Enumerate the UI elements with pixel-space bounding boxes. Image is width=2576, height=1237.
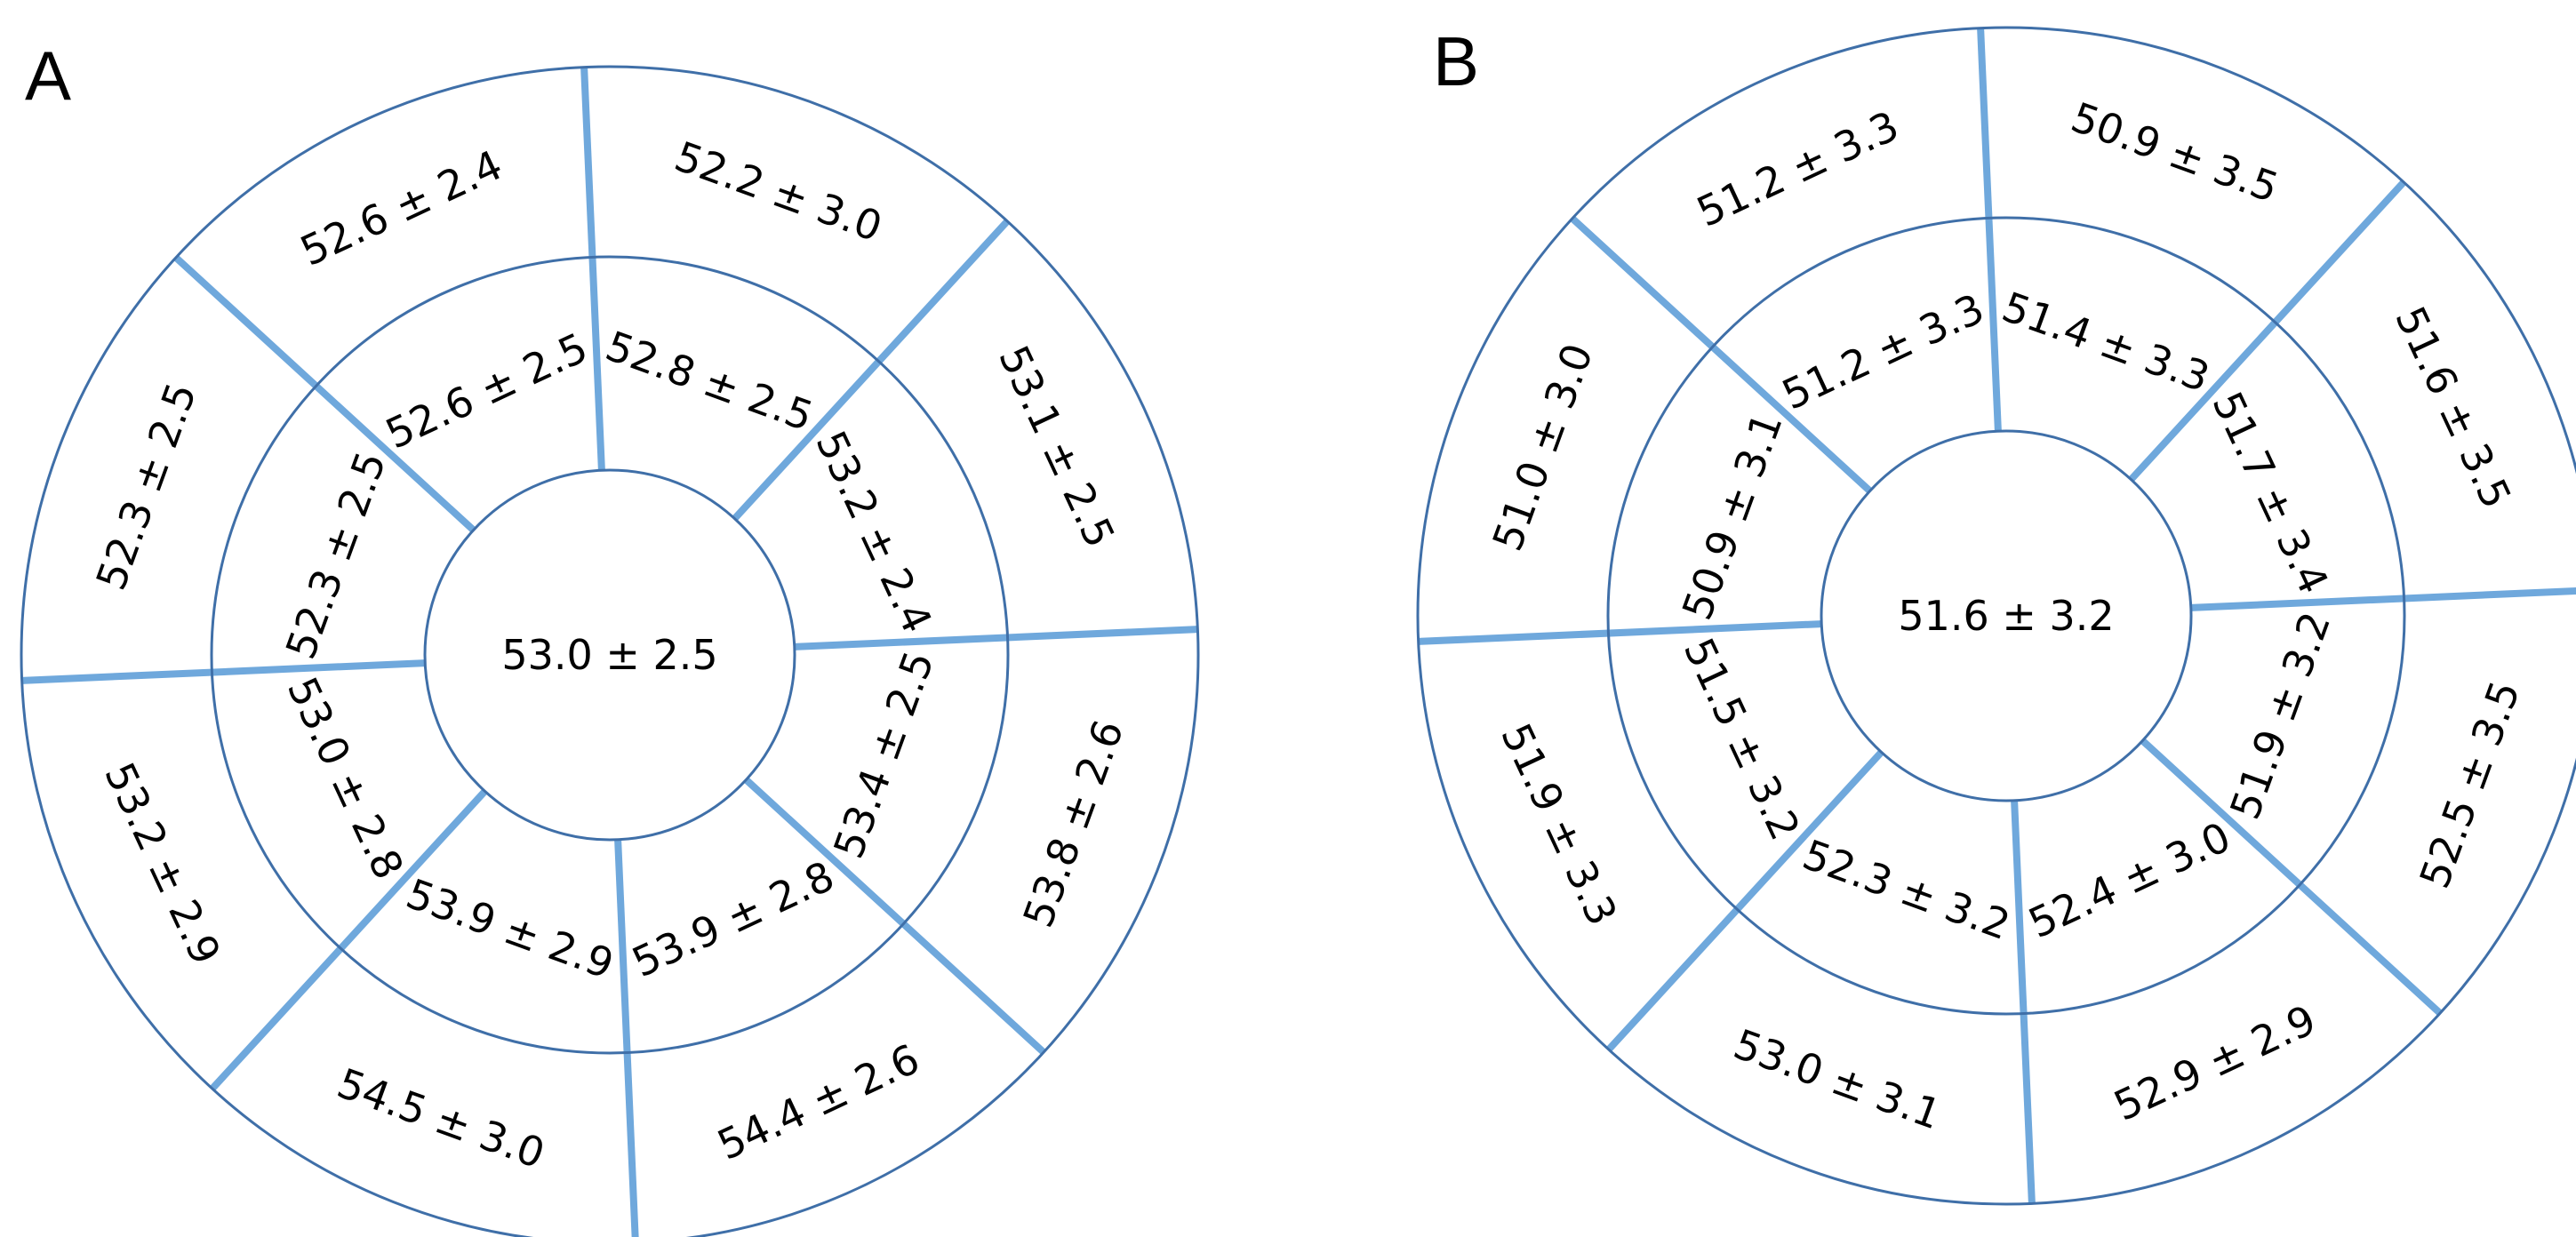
panel-b: B 51.6 ± 3.2 51.4 ± 3.3 50.9 ± 3.5 51.7 ± 3.… bbox=[1416, 22, 2576, 1206]
inner-segment-value: 52.3 ± 3.2 bbox=[1796, 830, 2016, 949]
inner-segment-value: 52.3 ± 2.5 bbox=[276, 445, 396, 665]
panel-label: A bbox=[25, 36, 71, 115]
outer-segment-value: 52.2 ± 3.0 bbox=[668, 132, 888, 251]
outer-segment-value: 52.9 ± 2.9 bbox=[2107, 995, 2323, 1130]
segment-divider bbox=[2140, 738, 2443, 1017]
center-circle bbox=[1820, 429, 2193, 802]
inner-segment-value: 51.7 ± 3.4 bbox=[2203, 385, 2338, 601]
segment-divider bbox=[794, 626, 1198, 650]
segment-divider bbox=[2011, 800, 2036, 1204]
segment-divider bbox=[732, 219, 1011, 522]
segment-divider bbox=[1418, 620, 1822, 645]
outer-ring bbox=[20, 65, 1200, 1237]
segment-divider bbox=[2128, 180, 2407, 483]
outer-segment-value: 54.4 ± 2.6 bbox=[710, 1034, 926, 1169]
inner-segment-value: 51.2 ± 3.3 bbox=[1775, 284, 1991, 419]
outer-segment-value: 53.1 ± 2.5 bbox=[989, 339, 1124, 555]
segment-divider bbox=[1605, 749, 1884, 1052]
inner-segment-value: 51.4 ± 3.3 bbox=[1996, 283, 2216, 402]
segment-divider bbox=[1977, 28, 2002, 432]
segment-divider bbox=[209, 788, 488, 1091]
segment-divider bbox=[173, 254, 476, 533]
inner-ring bbox=[210, 255, 1010, 1055]
outer-segment-value: 52.6 ± 2.4 bbox=[293, 140, 509, 275]
inner-segment-value: 51.5 ± 3.2 bbox=[1675, 631, 1810, 847]
inner-segment-value: 52.6 ± 2.5 bbox=[379, 323, 595, 459]
center-value: 53.0 ± 2.5 bbox=[501, 631, 717, 679]
center-circle bbox=[423, 468, 796, 842]
outer-segment-value: 53.2 ± 2.9 bbox=[95, 755, 230, 971]
inner-segment-value: 53.2 ± 2.4 bbox=[806, 424, 941, 640]
inner-segment-value: 53.9 ± 2.8 bbox=[625, 851, 841, 986]
outer-segment-value: 51.6 ± 3.5 bbox=[2386, 299, 2521, 515]
outer-segment-value: 52.5 ± 3.5 bbox=[2411, 674, 2530, 894]
inner-segment-value: 51.9 ± 3.2 bbox=[2220, 606, 2340, 826]
segment-divider bbox=[21, 659, 426, 684]
outer-segment-value: 51.2 ± 3.3 bbox=[1690, 101, 1906, 236]
outer-segment-value: 52.3 ± 2.5 bbox=[87, 377, 206, 596]
segment-divider bbox=[743, 777, 1046, 1056]
segment-divider bbox=[2190, 587, 2576, 611]
outer-segment-value: 51.9 ± 3.3 bbox=[1492, 716, 1627, 932]
inner-segment-value: 53.0 ± 2.8 bbox=[278, 670, 413, 886]
outer-segment-value: 50.9 ± 3.5 bbox=[2065, 93, 2284, 212]
panel-label: B bbox=[1433, 22, 1479, 100]
segment-divider bbox=[580, 67, 605, 471]
outer-ring bbox=[1416, 26, 2576, 1206]
outer-segment-value: 53.8 ± 2.6 bbox=[1014, 714, 1133, 933]
inner-segment-value: 52.4 ± 3.0 bbox=[2021, 812, 2237, 947]
outer-segment-value: 53.0 ± 3.1 bbox=[1728, 1020, 1948, 1139]
segment-divider bbox=[614, 839, 639, 1237]
inner-segment-value: 53.9 ± 2.9 bbox=[400, 869, 620, 988]
segment-divider bbox=[1570, 215, 1873, 494]
outer-segment-value: 51.0 ± 3.0 bbox=[1484, 338, 1603, 557]
panel-a: A 53.0 ± 2.5 52.8 ± 2.5 52.2 ± 3.0 53.2 ± 2.… bbox=[20, 36, 1200, 1237]
outer-segment-value: 54.5 ± 3.0 bbox=[332, 1059, 551, 1178]
inner-segment-value: 50.9 ± 3.1 bbox=[1673, 406, 1792, 626]
inner-segment-value: 53.4 ± 2.5 bbox=[824, 645, 943, 865]
center-value: 51.6 ± 3.2 bbox=[1898, 592, 2114, 640]
inner-segment-value: 52.8 ± 2.5 bbox=[600, 322, 820, 441]
inner-ring bbox=[1606, 216, 2406, 1016]
